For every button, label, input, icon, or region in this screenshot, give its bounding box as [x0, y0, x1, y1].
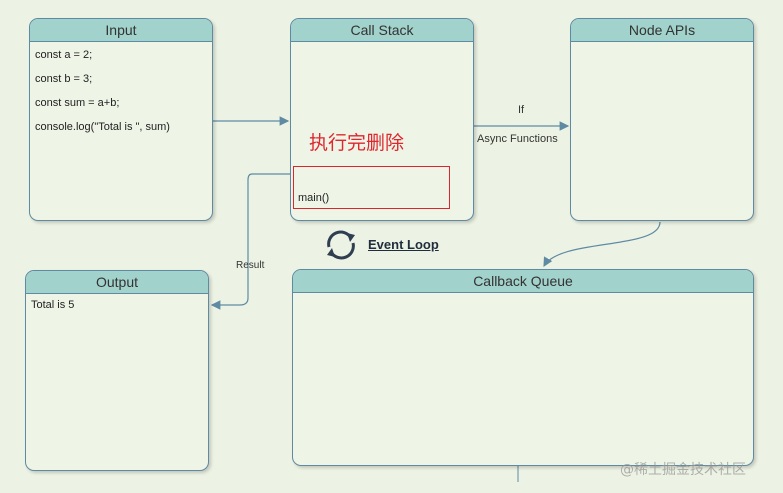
event-loop-label: Event Loop	[368, 237, 439, 252]
result-label: Result	[236, 260, 265, 271]
node-apis-panel: Node APIs	[570, 18, 754, 221]
input-code-line-1: const a = 2;	[35, 49, 93, 61]
callback-queue-title: Callback Queue	[293, 270, 753, 293]
refresh-cycle-icon	[327, 230, 355, 260]
input-code-line-4: console.log("Total is ", sum)	[35, 121, 170, 133]
node-apis-title: Node APIs	[571, 19, 753, 42]
call-stack-title: Call Stack	[291, 19, 473, 42]
input-code-line-3: const sum = a+b;	[35, 97, 120, 109]
watermark: @稀土掘金技术社区	[620, 462, 746, 478]
input-panel: Input const a = 2; const b = 3; const su…	[29, 18, 213, 221]
async-functions-label: Async Functions	[477, 133, 558, 145]
callstack-to-output-arrow	[210, 173, 290, 310]
output-panel: Output Total is 5	[25, 270, 209, 471]
nodeapis-to-callbackqueue-arrow	[543, 221, 661, 268]
output-text: Total is 5	[31, 299, 75, 311]
callback-queue-panel: Callback Queue	[292, 269, 754, 466]
output-title: Output	[26, 271, 208, 294]
call-stack-annotation: 执行完删除	[309, 132, 405, 154]
call-stack-panel: Call Stack	[290, 18, 474, 221]
input-code-line-2: const b = 3;	[35, 73, 93, 85]
call-stack-frame-label: main()	[298, 192, 330, 204]
call-stack-frame-main: main()	[293, 166, 450, 209]
input-title: Input	[30, 19, 212, 42]
if-label: If	[518, 104, 525, 116]
